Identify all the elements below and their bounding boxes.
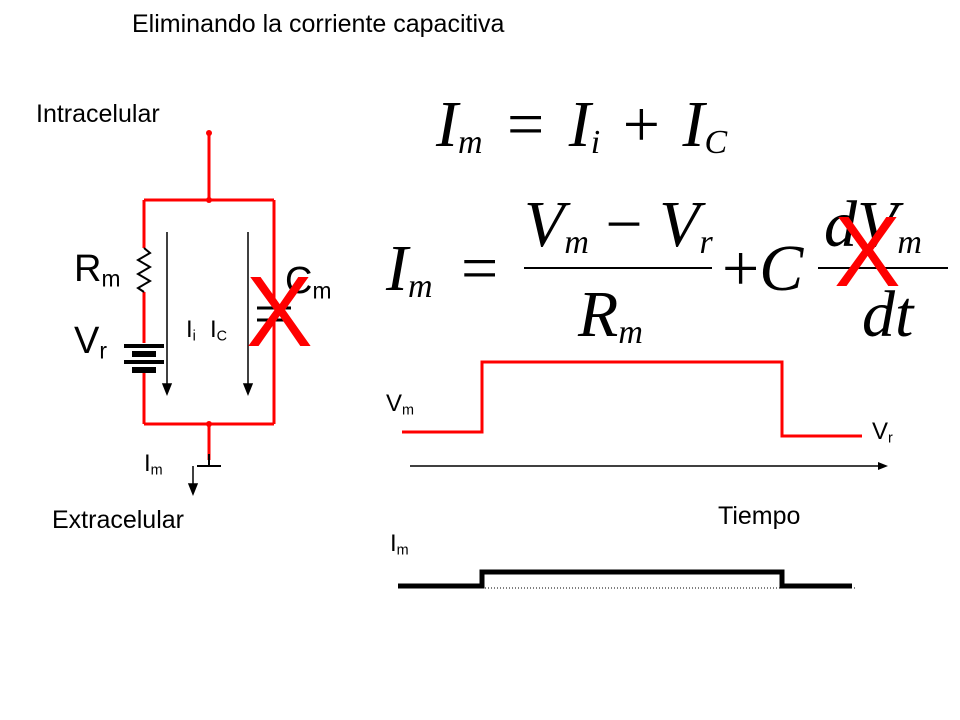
equation-deriv-numerator: dVm [824, 188, 922, 261]
label-im-circuit: Im [144, 450, 163, 479]
label-intracelular: Intracelular [36, 100, 160, 128]
label-im-trace: Im [390, 530, 409, 559]
equation-numerator: Vm − Vr [524, 188, 713, 261]
battery-symbol [124, 344, 164, 373]
current-arrows [161, 232, 254, 497]
equation-lhs: Im = [386, 232, 499, 305]
voltage-trace [402, 360, 862, 438]
current-trace [398, 569, 852, 589]
resistor-symbol [136, 247, 152, 293]
equation-denominator: Rm [578, 278, 643, 351]
label-rm: Rm [74, 248, 121, 292]
equation-capacitive-term: +C [722, 232, 804, 305]
equation-current-sum: Im = Ii + IC [436, 88, 728, 161]
label-vr-circuit: Vr [74, 320, 107, 364]
label-vm-trace: Vm [386, 390, 415, 419]
wire-nodes [206, 130, 212, 427]
label-vr-trace: Vr [872, 418, 893, 447]
equation-deriv-denominator: dt [862, 278, 914, 351]
label-cm: Cm [285, 260, 332, 304]
slide-title: Eliminando la corriente capacitiva [132, 10, 505, 38]
label-ii: Ii [186, 316, 196, 345]
label-tiempo: Tiempo [718, 502, 801, 530]
cross-mark-derivative: X [834, 196, 901, 308]
capacitor-symbol [257, 306, 291, 322]
time-axis [410, 462, 888, 470]
ground-symbol [197, 454, 221, 467]
label-extracelular: Extracelular [52, 506, 184, 534]
cross-mark-capacitor: X [246, 256, 313, 368]
label-ic: IC [210, 316, 228, 345]
